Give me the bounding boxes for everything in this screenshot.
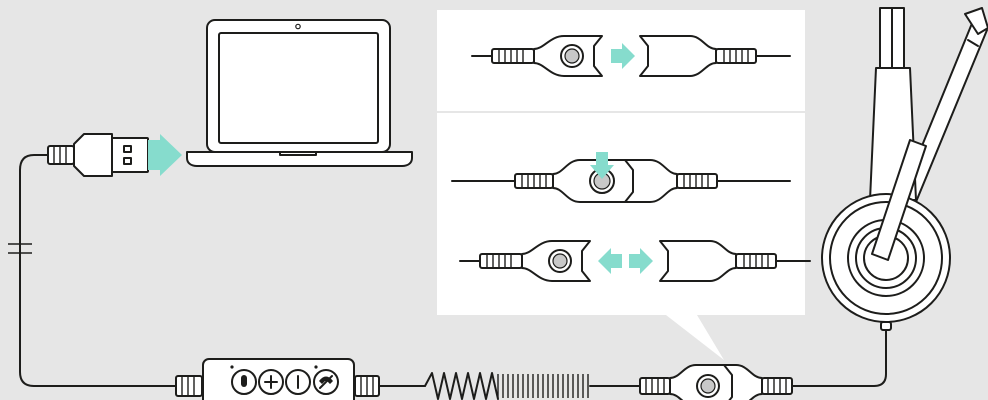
connector-step-3 bbox=[459, 240, 811, 282]
ed-connector-joined-icon bbox=[639, 327, 887, 400]
headset-icon bbox=[821, 7, 988, 331]
usb-plug-icon bbox=[8, 133, 182, 387]
volume-down-button bbox=[285, 369, 311, 395]
insert-arrow-icon bbox=[148, 134, 182, 176]
laptop-icon bbox=[186, 19, 413, 167]
connector-step-2 bbox=[451, 152, 791, 203]
microphone-mute-button bbox=[231, 369, 257, 395]
inline-control-unit-icon bbox=[175, 358, 426, 400]
coiled-cable-icon bbox=[424, 372, 641, 400]
volume-up-button bbox=[258, 369, 284, 395]
call-handle-button bbox=[313, 369, 339, 395]
